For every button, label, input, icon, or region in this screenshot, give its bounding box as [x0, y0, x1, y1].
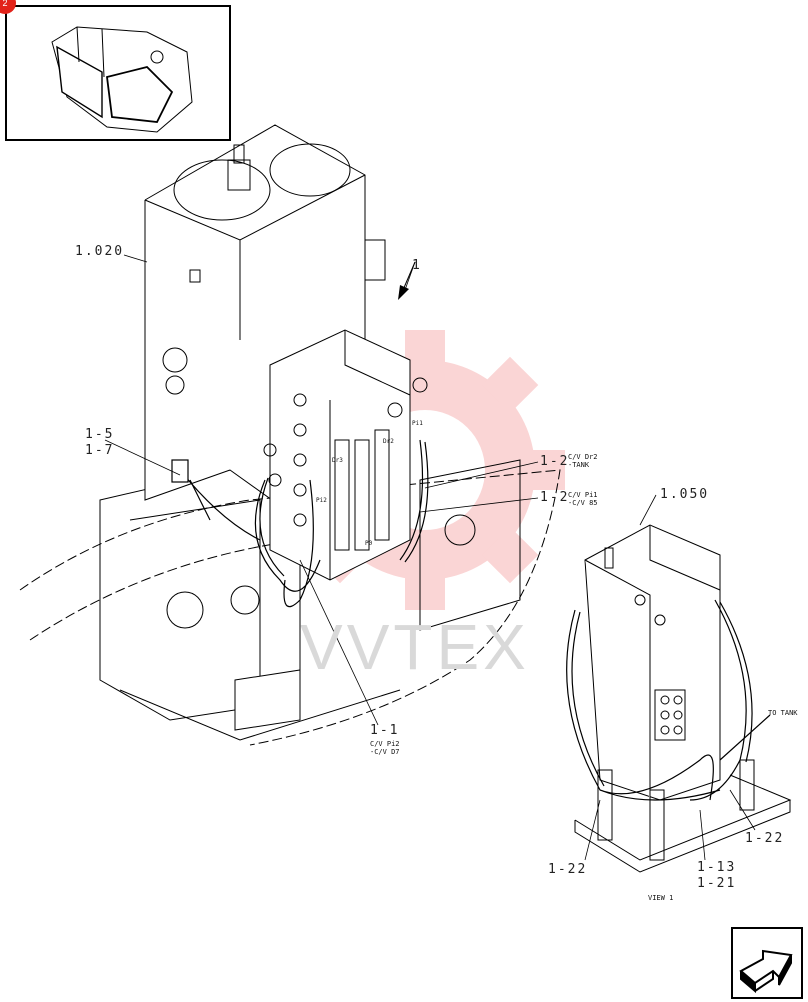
label-view-arrow: 1 — [412, 258, 422, 273]
note-1-2-b-line2: -C/V 85 — [568, 499, 598, 507]
note-1-2-a-line2: -TANK — [568, 461, 590, 469]
port-dr2: Dr2 — [383, 438, 394, 445]
port-pi2: Pi2 — [316, 497, 327, 504]
next-page-button[interactable] — [731, 927, 803, 999]
page-badge: 2 — [0, 0, 16, 14]
note-1-1-line1: C/V Pi2 — [370, 740, 400, 748]
leader-lines — [104, 254, 657, 726]
watermark-text: VVTEX — [300, 611, 530, 683]
port-dr3: Dr3 — [332, 457, 343, 464]
note-to-tank: TO TANK — [768, 709, 798, 717]
next-page-arrow-icon — [739, 949, 793, 994]
label-1-21: 1-21 — [697, 876, 737, 891]
label-1-5: 1-5 — [85, 427, 115, 442]
note-1-1-line2: -C/V D7 — [370, 748, 400, 756]
label-tank: 1.020 — [75, 244, 125, 259]
view-1-caption: VIEW 1 — [648, 894, 674, 902]
view1-valve — [584, 524, 721, 801]
thumbnail-frame[interactable] — [5, 5, 231, 141]
label-1-22-b: 1-22 — [745, 831, 785, 846]
view-arrow-icon — [398, 261, 416, 300]
label-1-1: 1-1 — [370, 723, 400, 738]
label-1-22-a: 1-22 — [548, 862, 588, 877]
hydraulic-tank — [144, 124, 386, 501]
view1-hoses — [566, 599, 771, 801]
excavator-cab-icon — [51, 26, 193, 133]
note-1-2-b-line1: C/V Pi1 — [568, 491, 598, 499]
port-p0: P0 — [365, 540, 373, 547]
port-pi1: Pi1 — [412, 420, 423, 427]
label-control-valve: 1.050 — [660, 487, 710, 502]
control-valve-assembly — [263, 329, 428, 581]
hoses-main — [171, 439, 429, 608]
label-1-7: 1-7 — [85, 443, 115, 458]
label-1-2-a: 1-2 — [540, 454, 570, 469]
view1-leaders — [584, 789, 756, 861]
label-1-2-b: 1-2 — [540, 490, 570, 505]
base-frame — [19, 459, 561, 746]
label-1-13: 1-13 — [697, 860, 737, 875]
note-1-2-a-line1: C/V Dr2 — [568, 453, 598, 461]
